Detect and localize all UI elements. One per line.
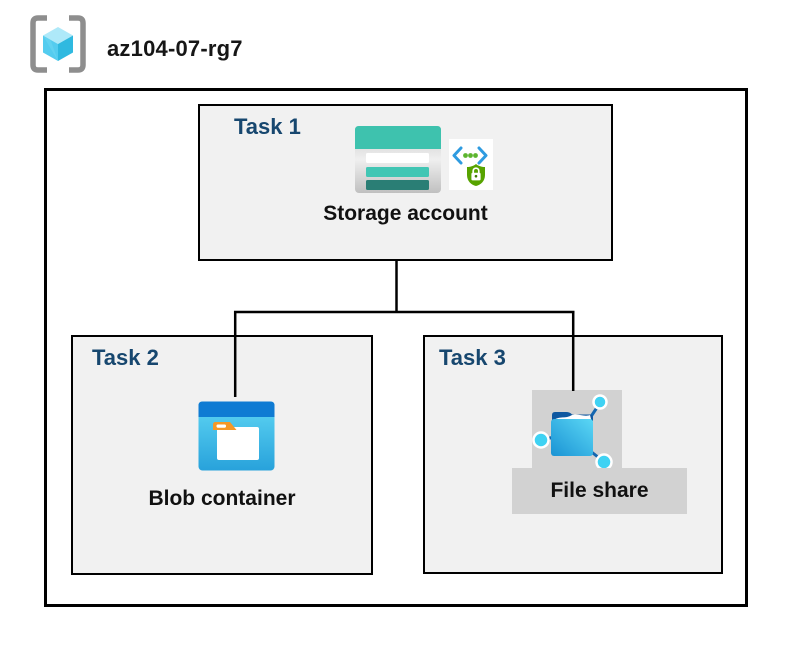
task1-label: Task 1 bbox=[234, 114, 301, 139]
file-share-icon bbox=[532, 394, 613, 471]
resource-group-icon bbox=[30, 15, 86, 73]
file-share-icon-highlight bbox=[532, 390, 622, 471]
file-share-label-highlight: File share bbox=[512, 468, 687, 514]
task2-label: Task 2 bbox=[92, 345, 159, 370]
resource-group-name: az104-07-rg7 bbox=[107, 36, 243, 61]
task3-label: Task 3 bbox=[439, 345, 506, 370]
task1-box: Task 1 bbox=[198, 104, 613, 261]
blob-container-icon bbox=[198, 401, 275, 471]
task2-box: Task 2 Blob container bbox=[71, 335, 373, 575]
storage-account-label: Storage account bbox=[323, 202, 488, 225]
task3-box: Task 3 File shar bbox=[423, 335, 723, 574]
file-share-label: File share bbox=[550, 479, 649, 502]
storage-account-icon bbox=[355, 126, 441, 193]
blob-container-label: Blob container bbox=[148, 487, 296, 510]
code-shield-lock-icon bbox=[449, 139, 493, 190]
